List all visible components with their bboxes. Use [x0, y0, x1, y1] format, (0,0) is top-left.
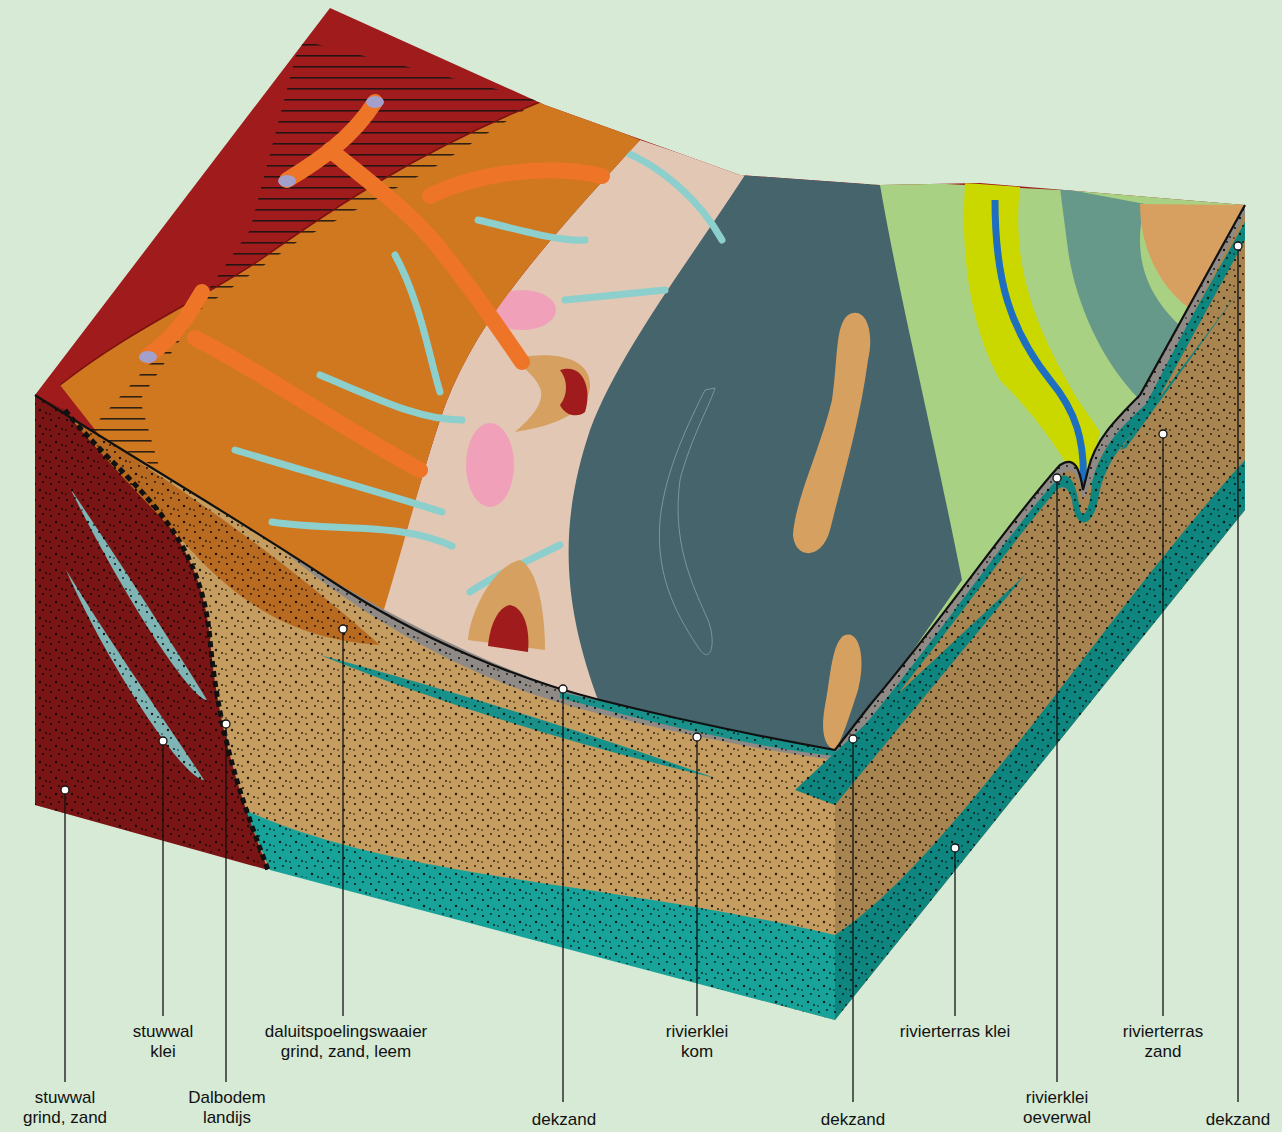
part-label: rivierterras klei: [900, 1022, 1011, 1042]
part-label: dekzand: [821, 1110, 885, 1130]
part-label: rivierklei oeverwal: [1010, 1088, 1105, 1128]
part-label: stuwwal grind, zand: [15, 1088, 115, 1128]
part-label: Dalbodem landijs: [180, 1088, 275, 1128]
part-label: stuwwal klei: [123, 1022, 203, 1062]
part-label: rivierklei kom: [650, 1022, 745, 1062]
part-label: dekzand: [532, 1110, 596, 1130]
part-label: rivierterras zand: [1107, 1022, 1219, 1062]
part-label: dekzand: [1206, 1110, 1270, 1130]
part-label: daluitspoelingswaaier grind, zand, leem: [251, 1022, 441, 1062]
